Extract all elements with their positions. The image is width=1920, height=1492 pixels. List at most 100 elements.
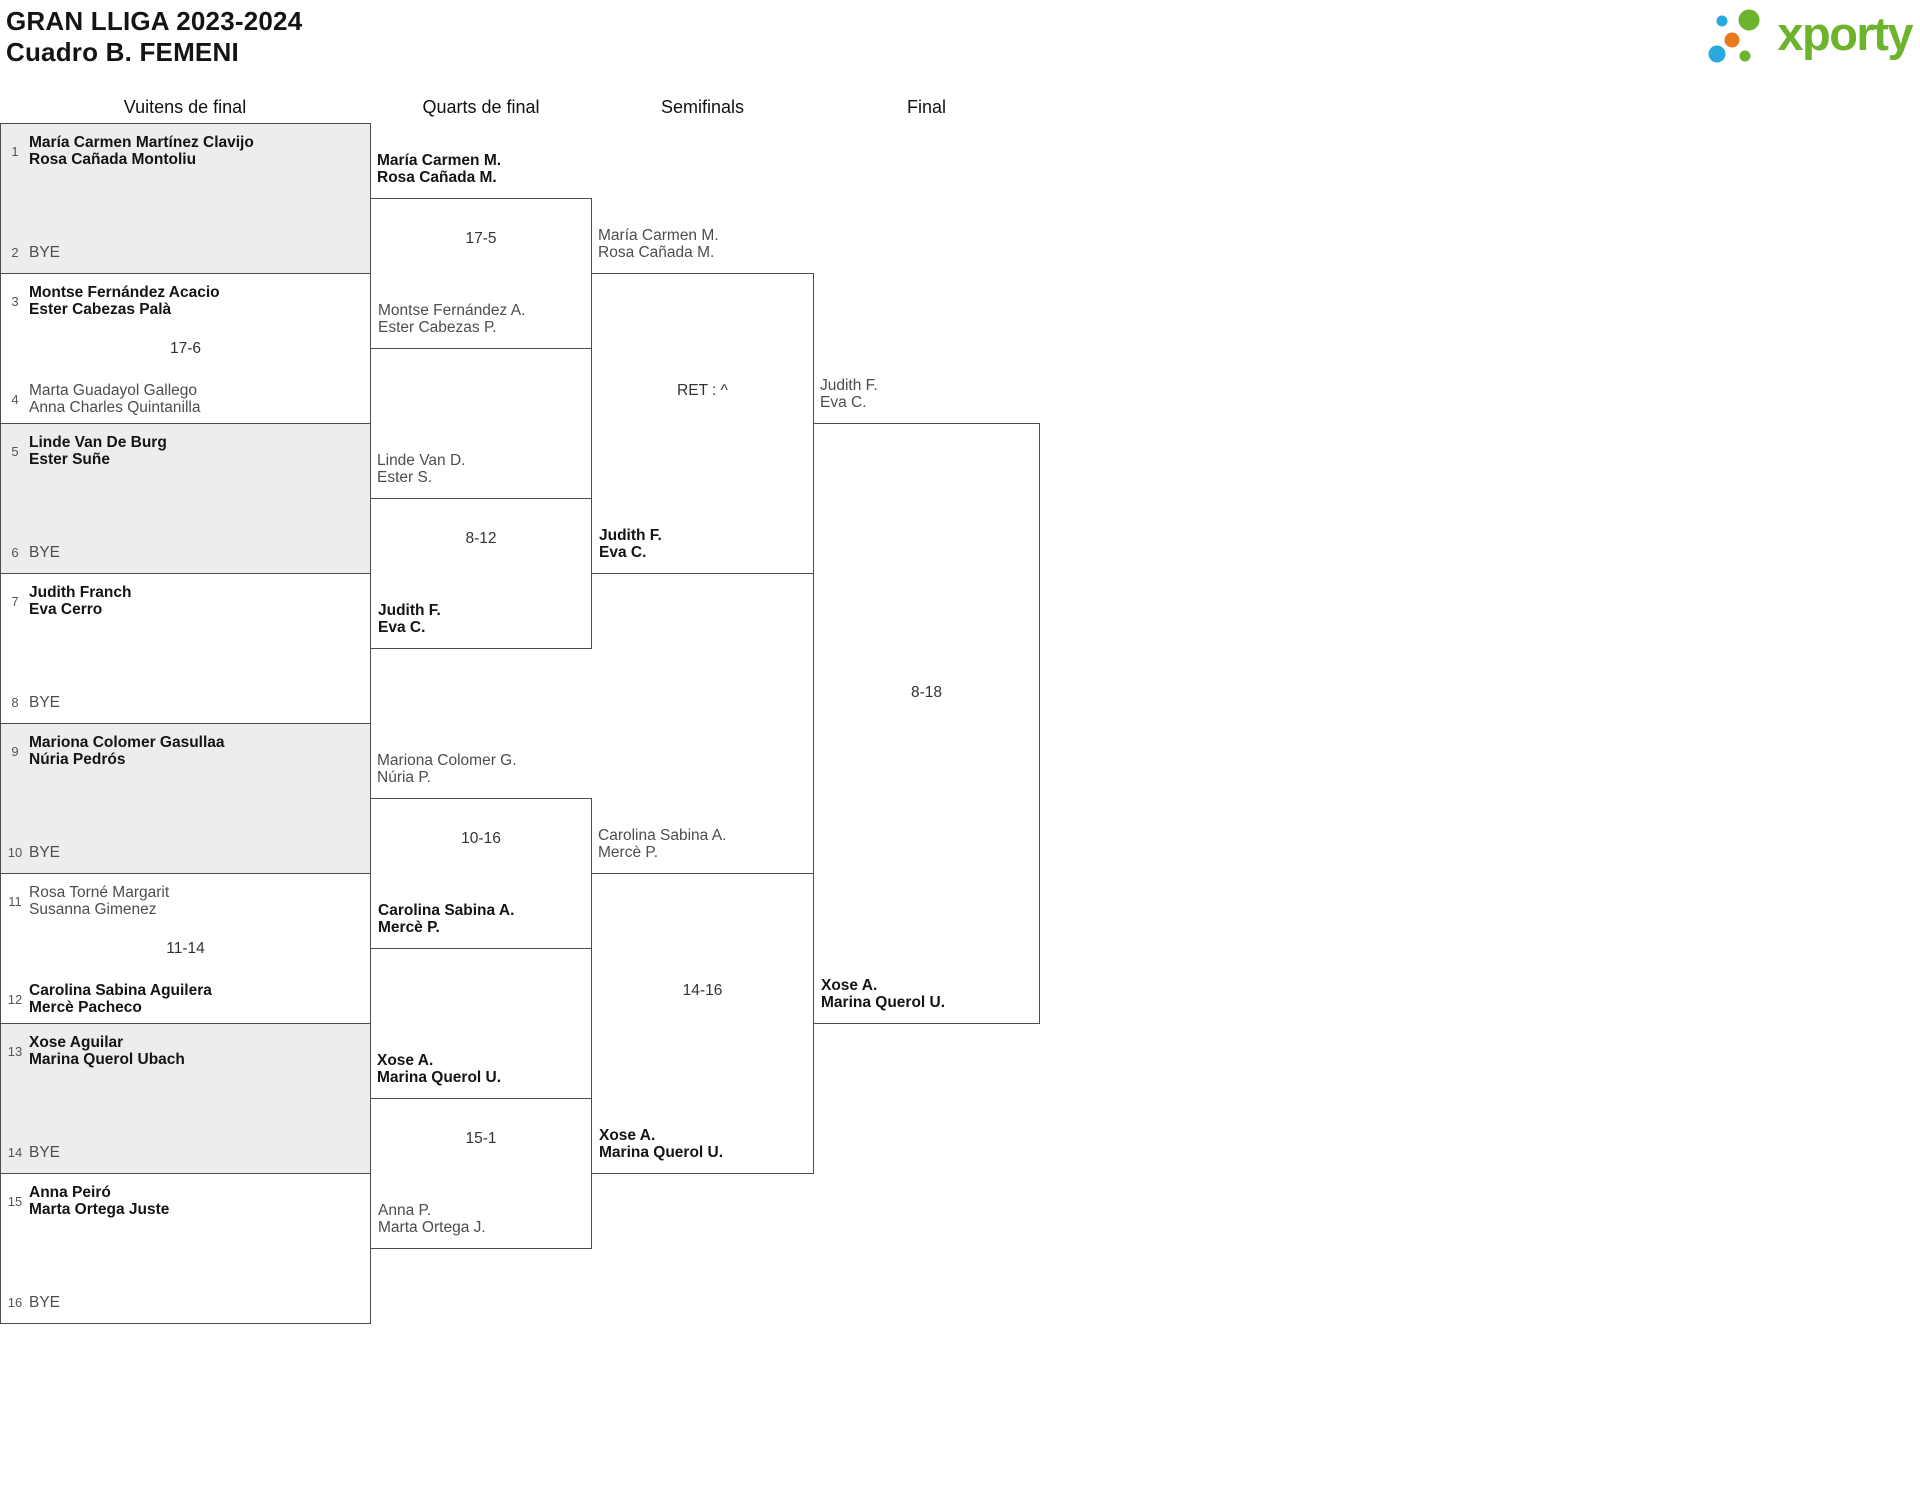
qf-match-3[interactable]: 10-16 Carolina Sabina A. Mercè P. [370, 798, 592, 949]
bye-label: BYE [29, 544, 61, 561]
qf3-team1-label: Mariona Colomer G. Núria P. [377, 752, 517, 786]
xporty-wordmark: xporty [1777, 7, 1913, 60]
match-score: RET : ^ [677, 382, 728, 399]
final-match[interactable]: 8-18 Xose A. Marina Querol U. [813, 423, 1040, 1024]
player-name: Judith F. [599, 527, 662, 544]
team-entry: 2 BYE [6, 244, 60, 261]
team-entry: 14 BYE [6, 1144, 60, 1161]
qf3-team2-label: Carolina Sabina A. Mercè P. [378, 902, 514, 936]
player-name: Marta Ortega J. [378, 1219, 486, 1236]
player-name: Marina Querol U. [821, 994, 946, 1011]
match-score: 17-5 [465, 230, 497, 247]
qf-match-1[interactable]: 17-5 Montse Fernández A. Ester Cabezas P… [370, 198, 592, 349]
player-name: Ester Cabezas Palà [29, 301, 172, 318]
seed-number: 13 [7, 1043, 23, 1059]
seed-number: 10 [7, 845, 23, 860]
player-name: Montse Fernández A. [378, 302, 526, 319]
qf2-team2-label: Judith F. Eva C. [378, 602, 441, 636]
player-name: Marta Guadayol Gallego [29, 382, 198, 399]
player-name: Marina Querol Ubach [29, 1051, 185, 1068]
round-header-r16: Vuitens de final [123, 97, 247, 117]
player-name: Xose A. [821, 977, 878, 994]
sf-match-2[interactable]: 14-16 Xose A. Marina Querol U. [591, 873, 814, 1174]
seed-number: 6 [11, 545, 19, 560]
player-name: Eva C. [820, 394, 867, 411]
player-name: Anna P. [378, 1202, 432, 1219]
qf4-team1-label: Xose A. Marina Querol U. [377, 1052, 501, 1086]
team-entry: 10 BYE [6, 844, 60, 861]
player-name: Carolina Sabina A. [598, 827, 727, 844]
player-name: Núria P. [377, 769, 431, 786]
team-entry: 4 Marta Guadayol Gallego Anna Charles Qu… [6, 382, 200, 416]
seed-number: 2 [11, 245, 19, 260]
seed-number: 7 [11, 593, 19, 609]
team-entry: 6 BYE [6, 544, 60, 561]
player-name: Rosa Cañada M. [598, 244, 715, 261]
player-name: Marina Querol U. [599, 1144, 724, 1161]
team-entry: 11 Rosa Torné Margarit Susanna Gimenez [6, 884, 169, 918]
player-name: María Carmen M. [598, 227, 719, 244]
player-name: Eva C. [378, 619, 426, 636]
xporty-dots-icon [1708, 9, 1760, 63]
match-score: 17-6 [169, 339, 202, 357]
team-entry: 9 Mariona Colomer Gasullaa Núria Pedrós [6, 734, 225, 768]
match-score: 14-16 [682, 982, 723, 999]
player-name: Linde Van De Burg [29, 434, 167, 451]
seed-number: 8 [11, 695, 19, 710]
player-name: Xose A. [377, 1052, 434, 1069]
player-name: Mercè P. [378, 919, 440, 936]
bye-label: BYE [29, 1294, 61, 1311]
player-name: Mariona Colomer Gasullaa [29, 734, 225, 751]
player-name: Xose A. [599, 1127, 656, 1144]
team-entry: 12 Carolina Sabina Aguilera Mercè Pachec… [6, 982, 212, 1016]
r16-match-6[interactable]: 11 Rosa Torné Margarit Susanna Gimenez 1… [0, 873, 371, 1024]
sf1-team1-label: María Carmen M. Rosa Cañada M. [598, 227, 719, 261]
sf2-team1-label: Carolina Sabina A. Mercè P. [598, 827, 726, 861]
page-title: GRAN LLIGA 2023-2024 Cuadro B. FEMENI [6, 6, 302, 68]
xporty-logo[interactable]: xporty [1706, 4, 1913, 68]
player-name: Rosa Torné Margarit [29, 884, 170, 901]
seed-number: 15 [7, 1193, 23, 1209]
player-name: Judith F. [820, 377, 878, 394]
team-entry: 16 BYE [6, 1294, 60, 1311]
player-name: María Carmen M. [377, 152, 502, 169]
r16-match-7[interactable]: 13 Xose Aguilar Marina Querol Ubach 14 B… [0, 1023, 371, 1174]
player-name: Anna Charles Quintanilla [29, 399, 201, 416]
player-name: Anna Peiró [29, 1184, 111, 1201]
r16-match-3[interactable]: 5 Linde Van De Burg Ester Suñe 6 BYE [0, 423, 371, 574]
qf1-team2-label: Montse Fernández A. Ester Cabezas P. [378, 302, 525, 336]
r16-match-5[interactable]: 9 Mariona Colomer Gasullaa Núria Pedrós … [0, 723, 371, 874]
sf-match-1[interactable]: RET : ^ Judith F. Eva C. [591, 273, 814, 574]
player-name: Montse Fernández Acacio [29, 284, 220, 301]
r16-match-4[interactable]: 7 Judith Franch Eva Cerro 8 BYE [0, 573, 371, 724]
round-header-final: Final [906, 97, 946, 117]
team-entry: 7 Judith Franch Eva Cerro [6, 584, 131, 618]
r16-match-2[interactable]: 3 Montse Fernández Acacio Ester Cabezas … [0, 273, 371, 424]
qf2-team1-label: Linde Van D. Ester S. [377, 452, 465, 486]
seed-number: 14 [7, 1145, 23, 1160]
team-entry: 15 Anna Peiró Marta Ortega Juste [6, 1184, 170, 1218]
seed-number: 12 [7, 991, 23, 1007]
player-name: Ester Suñe [29, 451, 110, 468]
qf-match-4[interactable]: 15-1 Anna P. Marta Ortega J. [370, 1098, 592, 1249]
team-entry: 1 María Carmen Martínez Clavijo Rosa Cañ… [6, 134, 254, 168]
qf1-team1-label: María Carmen M. Rosa Cañada M. [377, 152, 501, 186]
qf-match-2[interactable]: 8-12 Judith F. Eva C. [370, 498, 592, 649]
match-score: 8-12 [465, 530, 497, 547]
match-score: 10-16 [461, 830, 501, 847]
player-name: Eva Cerro [29, 601, 103, 618]
seed-number: 16 [7, 1295, 23, 1310]
team-entry: 5 Linde Van De Burg Ester Suñe [6, 434, 167, 468]
player-name: Marina Querol U. [377, 1069, 502, 1086]
player-name: María Carmen Martínez Clavijo [29, 134, 254, 151]
player-name: Mercè P. [598, 844, 659, 861]
r16-match-8[interactable]: 15 Anna Peiró Marta Ortega Juste 16 BYE [0, 1173, 371, 1324]
qf4-team2-label: Anna P. Marta Ortega J. [378, 1202, 486, 1236]
round-header-sf: Semifinals [660, 97, 745, 117]
team-entry: 3 Montse Fernández Acacio Ester Cabezas … [6, 284, 220, 318]
player-name: Eva C. [599, 544, 647, 561]
player-name: Mercè Pacheco [29, 999, 142, 1016]
match-score: 8-18 [910, 684, 943, 701]
r16-match-1[interactable]: 1 María Carmen Martínez Clavijo Rosa Cañ… [0, 123, 371, 274]
